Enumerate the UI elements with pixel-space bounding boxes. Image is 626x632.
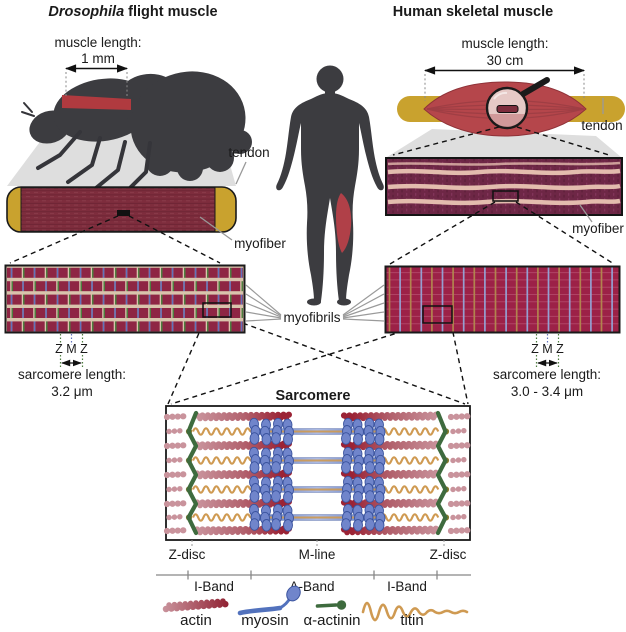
myosin-legend-label: myosin — [241, 612, 289, 629]
human-sarc-length-value: 3.0 - 3.4 μm — [511, 384, 583, 399]
fly-zmz-label: Z M Z — [55, 342, 88, 356]
human-sarc-length-label: sarcomere length: — [493, 367, 601, 382]
titin-legend-label: titin — [400, 612, 423, 629]
fly-sarcomere-highlight — [202, 302, 232, 318]
myofibrils-callout: myofibrils — [245, 284, 385, 325]
human-tendon-label: tendon — [581, 118, 622, 133]
i-band-left-label: I-Band — [194, 579, 234, 594]
band-ruler — [156, 570, 471, 580]
legend: actin myosin α-actinin titin — [162, 585, 469, 629]
fly-antennae — [21, 102, 35, 117]
sarcomere-diagram: Sarcomere Z-disc M-line Z-disc I-Band A-… — [156, 388, 472, 594]
human-zoom-cone — [387, 129, 621, 157]
human-muscle-length-label: muscle length: — [461, 36, 548, 51]
human-thigh-muscle-highlight — [336, 193, 352, 253]
i-band-right-label: I-Band — [387, 579, 427, 594]
fly-flight-muscle-band — [62, 95, 131, 110]
myofibrils-label: myofibrils — [283, 310, 340, 325]
human-muscle — [397, 77, 625, 137]
a-band-label: A-Band — [289, 579, 334, 594]
fly-myofiber-label: myofiber — [234, 236, 286, 251]
fly-sarcomere-length: Z M Z sarcomere length: 3.2 μm — [18, 334, 126, 399]
fly-tendon-label: tendon — [228, 145, 269, 160]
human-myofiber-label: myofiber — [572, 221, 624, 236]
myofiber-stripes — [387, 161, 621, 206]
fly-sarc-length-label: sarcomere length: — [18, 367, 126, 382]
fly-muscle-length: muscle length: 1 mm — [54, 35, 142, 97]
z-disc-left-zigzag — [186, 410, 199, 536]
fly-title-rest: flight muscle — [128, 4, 217, 20]
z-disc-left-label: Z-disc — [169, 547, 206, 562]
fly-legs — [36, 130, 152, 192]
human-title: Human skeletal muscle — [393, 4, 553, 20]
z-disc-right-zigzag — [435, 410, 448, 536]
fly-muscle-length-value: 1 mm — [81, 51, 115, 66]
fly-muscle-length-label: muscle length: — [54, 35, 141, 50]
actin-legend-label: actin — [180, 612, 212, 629]
human-zmz-label: Z M Z — [531, 342, 564, 356]
human-myofiber-box — [385, 157, 623, 216]
human-muscle-length: muscle length: 30 cm — [423, 36, 586, 101]
human-myofibril-panel — [384, 265, 621, 334]
myosin-legend-swatch — [237, 585, 301, 616]
alpha-actinin-legend-label: α-actinin — [303, 612, 360, 629]
titin-legend-swatch — [361, 601, 469, 622]
fly-sarc-length-value: 3.2 μm — [51, 384, 93, 399]
actin-legend-swatch — [162, 598, 231, 613]
fly-title-italic: Drosophila — [48, 4, 124, 20]
fly-zoom-target — [117, 210, 130, 216]
m-line-label: M-line — [299, 547, 336, 562]
z-disc-right-label: Z-disc — [430, 547, 467, 562]
fly-silhouette — [21, 71, 252, 192]
human-muscle-length-value: 30 cm — [487, 53, 524, 68]
human-sarcomere-highlight — [422, 305, 453, 324]
human-silhouette — [276, 65, 384, 306]
zoom-dashed-lines — [9, 126, 615, 405]
human-zoom-target — [492, 190, 519, 202]
fly-myofibril-panel — [4, 264, 246, 334]
alpha-actinin-legend-swatch — [315, 600, 347, 610]
magnifier-icon — [485, 77, 550, 130]
fly-myofiber-bar — [6, 186, 237, 233]
sarcomere-title: Sarcomere — [276, 388, 351, 404]
human-sarcomere-length: Z M Z sarcomere length: 3.0 - 3.4 μm — [493, 334, 601, 399]
